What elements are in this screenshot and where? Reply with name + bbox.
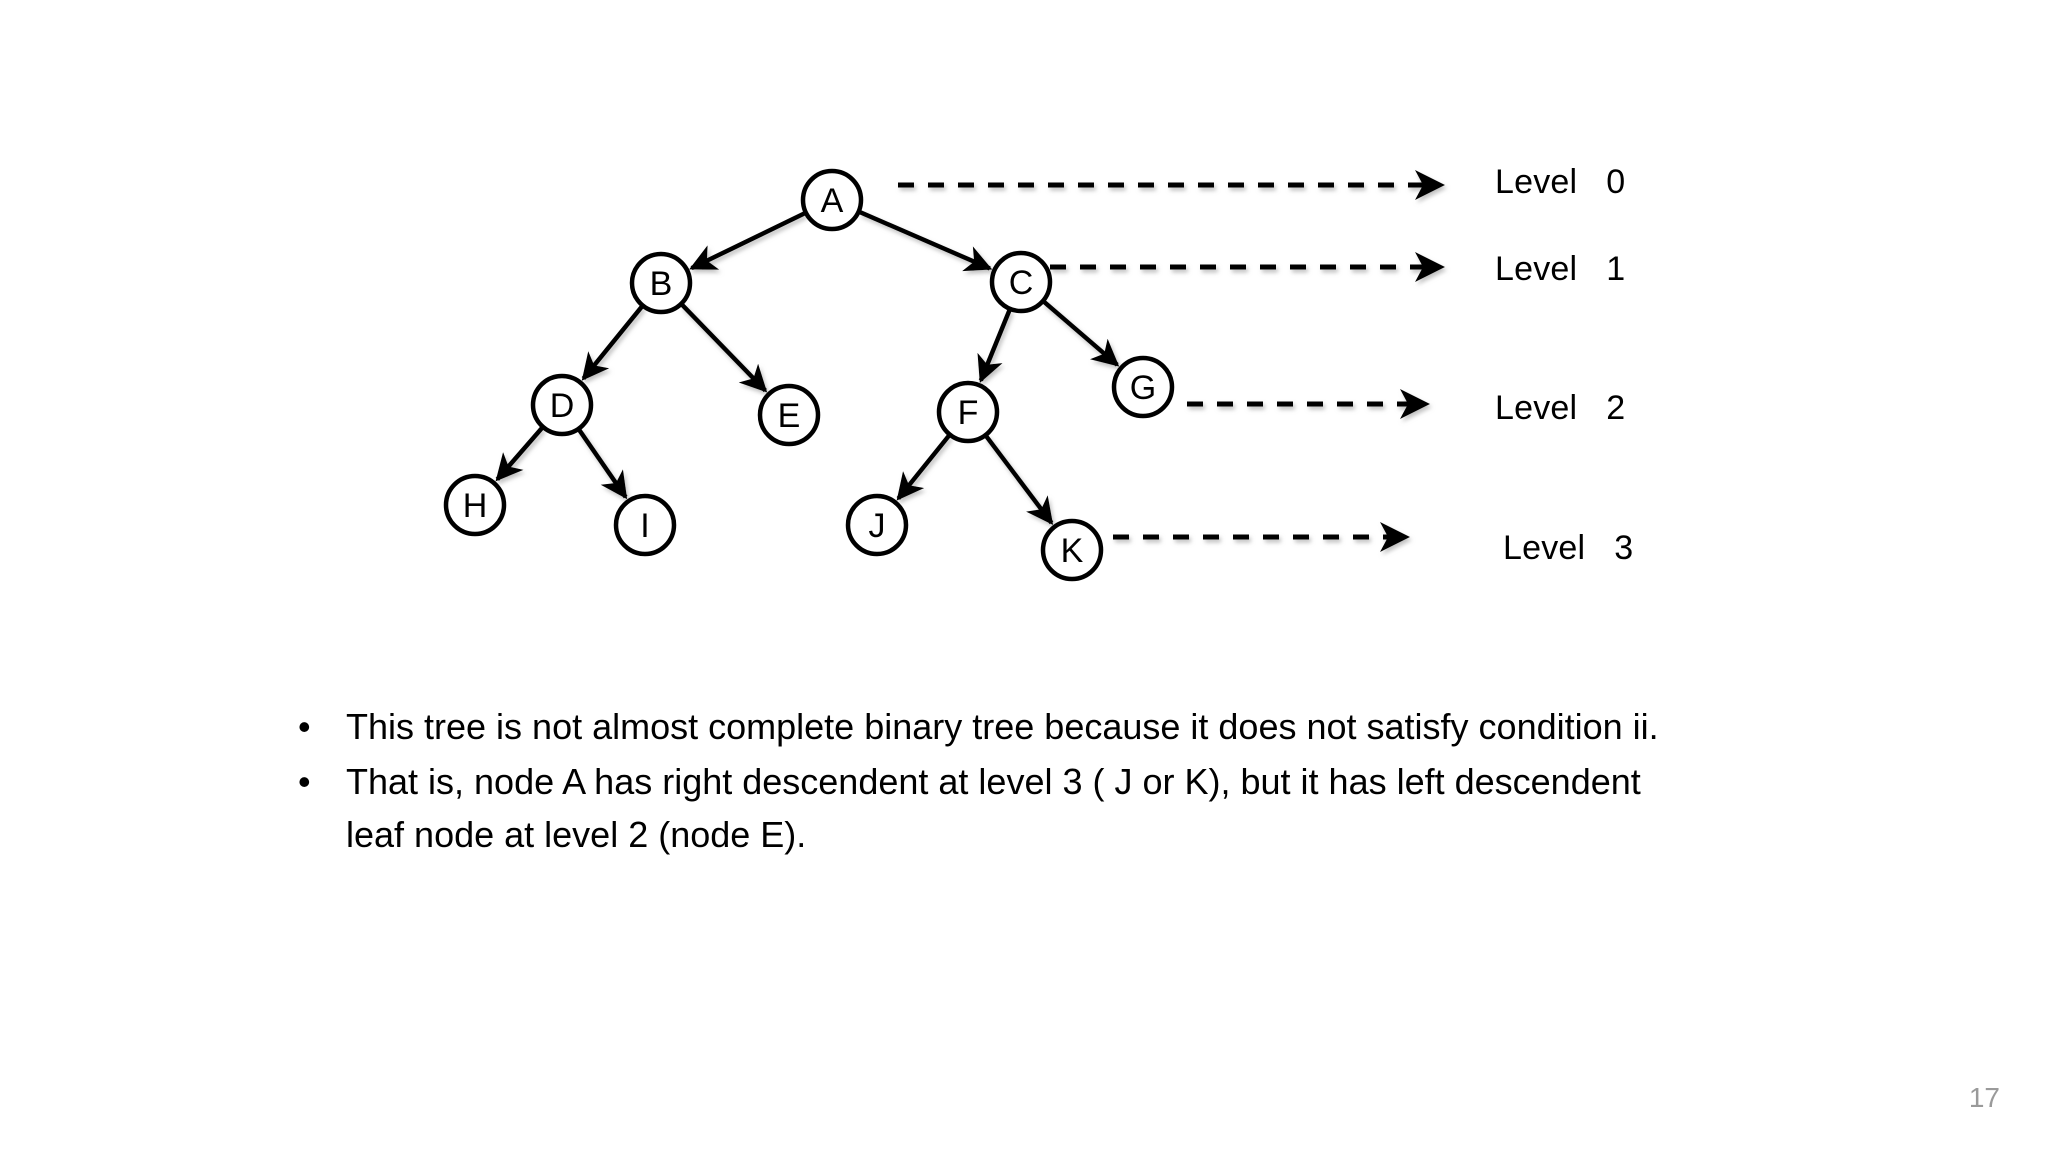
tree-edge-a-c bbox=[858, 209, 993, 272]
tree-edge-c-f bbox=[977, 308, 1012, 384]
tree-edge-f-k bbox=[984, 434, 1054, 526]
node-circle bbox=[800, 168, 864, 232]
tree-svg: A B C D E F G H I J K bbox=[443, 168, 1445, 582]
list-item: • This tree is not almost complete binar… bbox=[290, 700, 1690, 753]
level-label-1: Level 1 bbox=[1495, 250, 1625, 289]
tree-edge-b-e bbox=[680, 302, 768, 393]
level-label-0: Level 0 bbox=[1495, 163, 1625, 202]
bullet-list: • This tree is not almost complete binar… bbox=[290, 700, 1690, 863]
list-item: • That is, node A has right descendent a… bbox=[290, 755, 1690, 861]
tree-node-d[interactable]: D bbox=[530, 373, 594, 437]
bullet-text: That is, node A has right descendent at … bbox=[346, 761, 1641, 855]
tree-edge-d-i bbox=[577, 428, 628, 500]
node-circle bbox=[613, 493, 677, 557]
tree-edge-b-d bbox=[581, 304, 644, 381]
tree-node-e[interactable]: E bbox=[757, 383, 821, 447]
level-number: 1 bbox=[1606, 250, 1626, 288]
level-label-gap bbox=[1577, 163, 1606, 201]
node-circle bbox=[443, 473, 507, 537]
level-word: Level bbox=[1495, 250, 1578, 288]
node-label-a: A bbox=[821, 182, 844, 220]
slide-number: 17 bbox=[1968, 1082, 2000, 1113]
level-number: 2 bbox=[1606, 389, 1626, 427]
tree-edge-c-g bbox=[1042, 299, 1120, 367]
bullet-marker: • bbox=[298, 761, 311, 802]
node-label-i: I bbox=[640, 507, 649, 545]
node-circle bbox=[530, 373, 594, 437]
tree-node-a[interactable]: A bbox=[800, 168, 864, 232]
node-label-b: B bbox=[650, 265, 673, 303]
level-word: Level bbox=[1503, 529, 1586, 567]
level-word: Level bbox=[1495, 389, 1578, 427]
level-label-gap bbox=[1577, 250, 1606, 288]
tree-node-j[interactable]: J bbox=[845, 493, 909, 557]
tree-node-b[interactable]: B bbox=[629, 251, 693, 315]
bullet-text: This tree is not almost complete binary … bbox=[346, 706, 1659, 747]
node-circle bbox=[757, 383, 821, 447]
node-label-e: E bbox=[778, 397, 801, 435]
tree-node-i[interactable]: I bbox=[613, 493, 677, 557]
tree-edge-a-b bbox=[689, 211, 806, 271]
node-circle bbox=[1111, 355, 1175, 419]
node-label-g: G bbox=[1130, 369, 1156, 407]
node-label-h: H bbox=[463, 487, 488, 525]
node-label-d: D bbox=[550, 387, 575, 425]
node-label-j: J bbox=[869, 507, 886, 545]
tree-node-g[interactable]: G bbox=[1111, 355, 1175, 419]
node-label-k: K bbox=[1061, 532, 1084, 570]
level-marker-arrows bbox=[898, 170, 1445, 552]
tree-nodes: A B C D E F G H I J K bbox=[443, 168, 1175, 582]
bullet-marker: • bbox=[298, 706, 311, 747]
node-circle bbox=[845, 493, 909, 557]
level-word: Level bbox=[1495, 163, 1578, 201]
node-label-f: F bbox=[958, 394, 979, 432]
level-number: 3 bbox=[1614, 529, 1634, 567]
tree-node-f[interactable]: F bbox=[936, 380, 1000, 444]
node-circle bbox=[936, 380, 1000, 444]
tree-node-k[interactable]: K bbox=[1040, 518, 1104, 582]
node-label-c: C bbox=[1009, 264, 1034, 302]
tree-edge-f-j bbox=[896, 433, 951, 501]
node-circle bbox=[1040, 518, 1104, 582]
level-label-3: Level 3 bbox=[1503, 529, 1633, 568]
node-circle bbox=[989, 250, 1053, 314]
node-circle bbox=[629, 251, 693, 315]
tree-edge-d-h bbox=[495, 426, 545, 482]
level-label-gap bbox=[1585, 529, 1614, 567]
level-number: 0 bbox=[1606, 163, 1626, 201]
tree-node-c[interactable]: C bbox=[989, 250, 1053, 314]
tree-edges bbox=[495, 209, 1120, 526]
level-label-2: Level 2 bbox=[1495, 389, 1625, 428]
tree-node-h[interactable]: H bbox=[443, 473, 507, 537]
level-label-gap bbox=[1577, 389, 1606, 427]
